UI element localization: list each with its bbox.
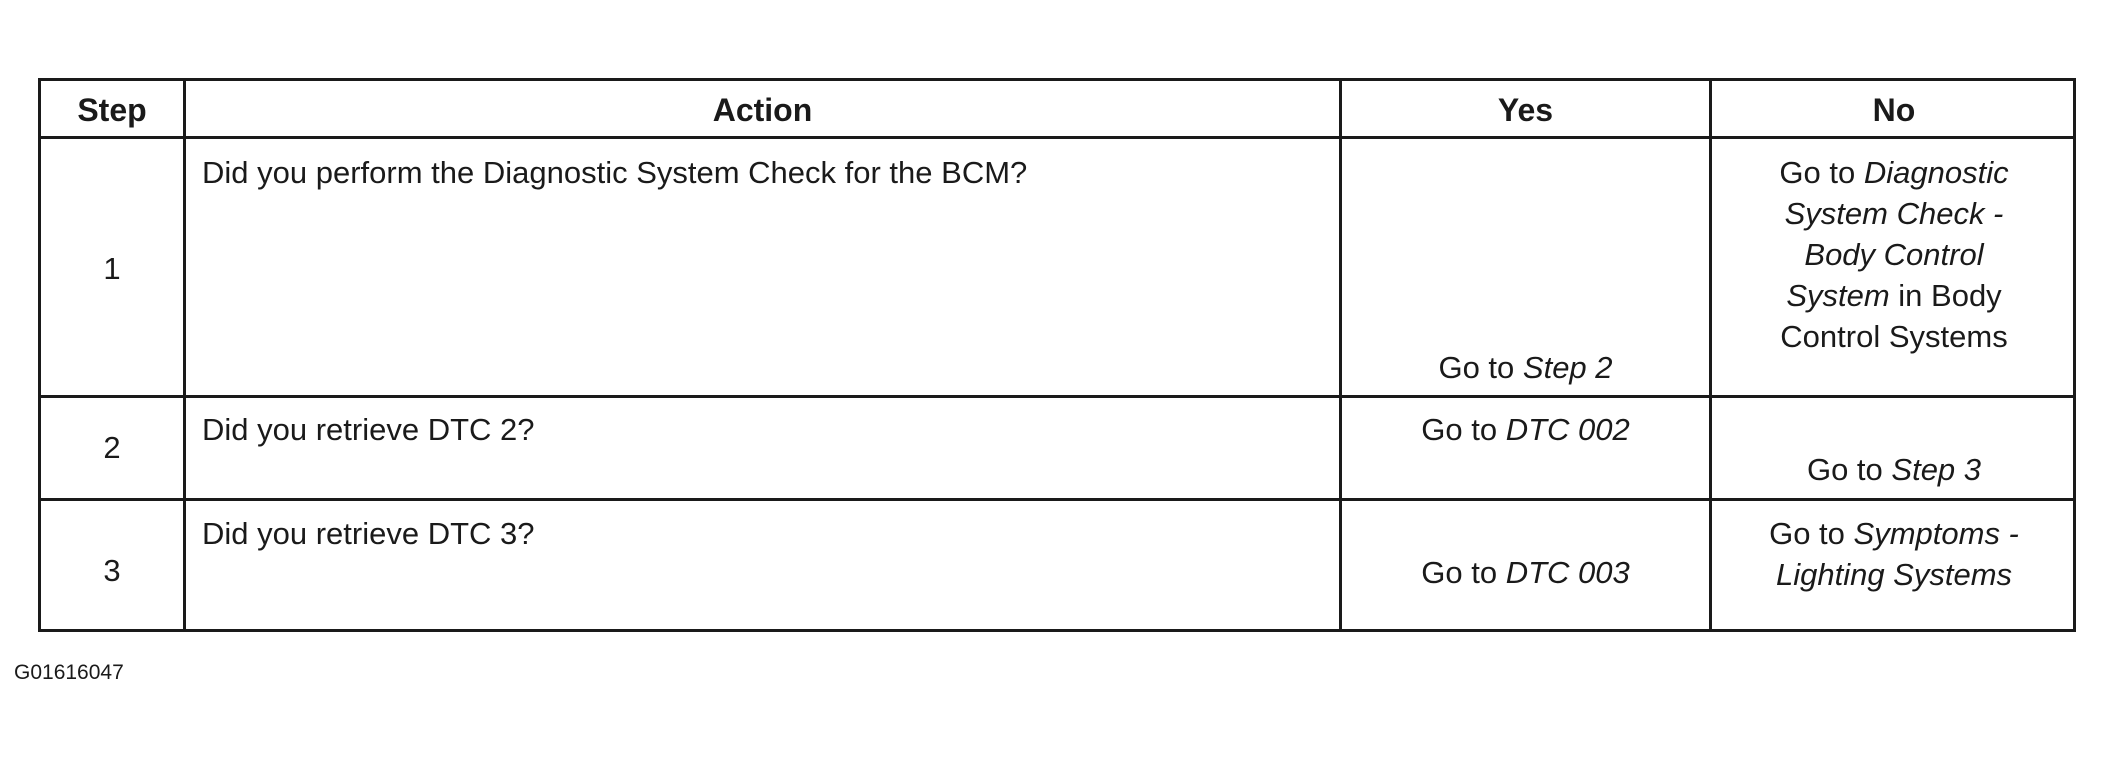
row-divider xyxy=(41,136,2073,139)
no-instruction: Go to Symptoms - Lighting Systems xyxy=(1769,516,2019,592)
action-text: Did you perform the Diagnostic System Ch… xyxy=(202,155,1028,190)
column-divider xyxy=(183,81,186,629)
action-text: Did you retrieve DTC 2? xyxy=(202,412,535,447)
no-instruction: Go to Step 3 xyxy=(1806,452,1982,487)
step-number: 1 xyxy=(103,251,121,286)
diagnostic-table: Step Action Yes No 1 Did you perform the… xyxy=(38,78,2076,632)
yes-instruction: Go to DTC 002 xyxy=(1421,412,1630,447)
step-number: 3 xyxy=(103,553,121,588)
step-reference: Step 3 xyxy=(1891,452,1982,487)
figure-id: G01616047 xyxy=(14,661,124,684)
column-divider xyxy=(1709,81,1712,629)
column-divider xyxy=(1339,81,1342,629)
action-text: Did you retrieve DTC 3? xyxy=(202,516,535,551)
yes-instruction: Go to DTC 003 xyxy=(1421,555,1630,590)
step-reference: Step 2 xyxy=(1522,350,1613,385)
header-yes: Yes xyxy=(1497,91,1554,128)
row-divider xyxy=(41,498,2073,501)
row-divider xyxy=(41,395,2073,398)
header-action: Action xyxy=(712,91,813,128)
dtc-reference: DTC 002 xyxy=(1505,412,1630,447)
no-instruction: Go to Diagnostic System Check - Body Con… xyxy=(1779,155,2009,354)
yes-instruction: Go to Step 2 xyxy=(1438,350,1613,385)
header-step: Step xyxy=(77,91,147,128)
dtc-reference: DTC 003 xyxy=(1505,555,1630,590)
step-number: 2 xyxy=(103,430,121,465)
header-no: No xyxy=(1872,91,1916,128)
